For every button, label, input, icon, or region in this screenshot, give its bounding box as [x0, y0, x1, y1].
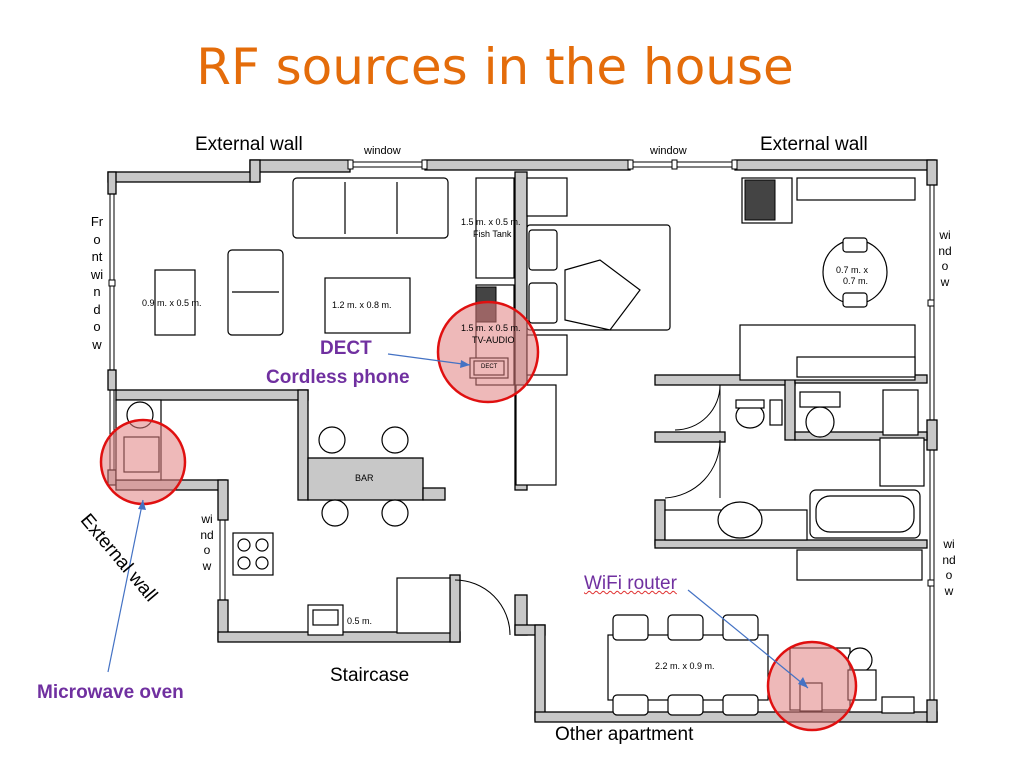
bar-counter — [307, 457, 424, 501]
dim-tv-audio: 1.5 m. x 0.5 m. — [461, 323, 521, 333]
dim-round-table-b: 0.7 m. — [843, 276, 869, 286]
wall-right-bottom — [926, 699, 938, 723]
label-staircase: Staircase — [330, 665, 410, 686]
sofa-top — [292, 177, 449, 239]
wall-bath-mid — [654, 431, 726, 443]
dim-coffee-table: 1.2 m. x 0.8 m. — [332, 300, 392, 310]
wall-right-top — [926, 159, 938, 186]
dect-highlight — [436, 300, 540, 404]
dim-round-table-a: 0.7 m. x — [836, 265, 869, 275]
wall-top-right — [734, 159, 936, 171]
dim-dining-table: 2.2 m. x 0.9 m. — [655, 661, 715, 671]
label-external-wall-top-right: External wall — [760, 134, 868, 155]
label-dect-unit: DECT — [481, 364, 498, 370]
wall-living-kitchen-v — [297, 389, 309, 501]
label-window-kitchen: window — [200, 512, 214, 573]
wall-top-left-step — [249, 159, 351, 173]
label-window-top-right: window — [650, 145, 687, 157]
label-microwave-oven: Microwave oven — [37, 682, 184, 703]
dim-fish-tank: 1.5 m. x 0.5 m. — [461, 217, 521, 227]
wall-bath-mid-r — [794, 431, 928, 441]
label-bar: BAR — [355, 473, 374, 483]
coffee-table — [324, 277, 411, 334]
wall-bath-low — [654, 499, 666, 546]
label-cordless-phone: Cordless phone — [266, 367, 410, 388]
label-window-top-left: window — [364, 145, 401, 157]
wall-top-left-2 — [249, 159, 261, 183]
wall-left-mid — [107, 369, 117, 391]
bar-counter-ext — [422, 487, 446, 501]
wifi-highlight — [766, 640, 858, 732]
fish-tank — [475, 177, 515, 279]
stove — [232, 532, 274, 576]
page-title: RF sources in the house — [196, 38, 794, 96]
label-front-window: Front window — [90, 214, 104, 352]
table-left — [154, 269, 196, 336]
wall-bath-bottom — [654, 539, 928, 549]
label-fish-tank: Fish Tank — [473, 229, 512, 239]
bed-right — [796, 177, 916, 201]
label-window-right-upper: window — [938, 228, 952, 289]
wall-apartment-left — [534, 624, 546, 721]
dining-table — [607, 634, 769, 701]
wall-top-left — [107, 171, 259, 183]
label-other-apartment: Other apartment — [555, 724, 694, 745]
label-external-wall-top-left: External wall — [195, 134, 303, 155]
wall-kitchen-left-v — [217, 479, 229, 521]
wall-living-kitchen — [115, 389, 309, 401]
dim-table-left: 0.9 m. x 0.5 m. — [142, 298, 202, 308]
label-window-right-lower: window — [942, 537, 956, 598]
fridge — [396, 577, 451, 634]
wall-right-mid — [926, 419, 938, 451]
wall-bath-v — [784, 374, 796, 441]
wall-left-top — [107, 171, 117, 195]
wall-top-mid — [424, 159, 631, 171]
label-tv-audio: TV-AUDIO — [472, 335, 515, 345]
wardrobe — [515, 384, 557, 486]
microwave-highlight — [99, 418, 187, 506]
cabinet-right-of-central — [526, 177, 568, 217]
dim-sink: 0.5 m. — [347, 616, 373, 626]
label-wifi-router: WiFi router — [584, 573, 677, 594]
label-dect: DECT — [320, 338, 372, 359]
wall-kitchen-right — [449, 574, 461, 643]
